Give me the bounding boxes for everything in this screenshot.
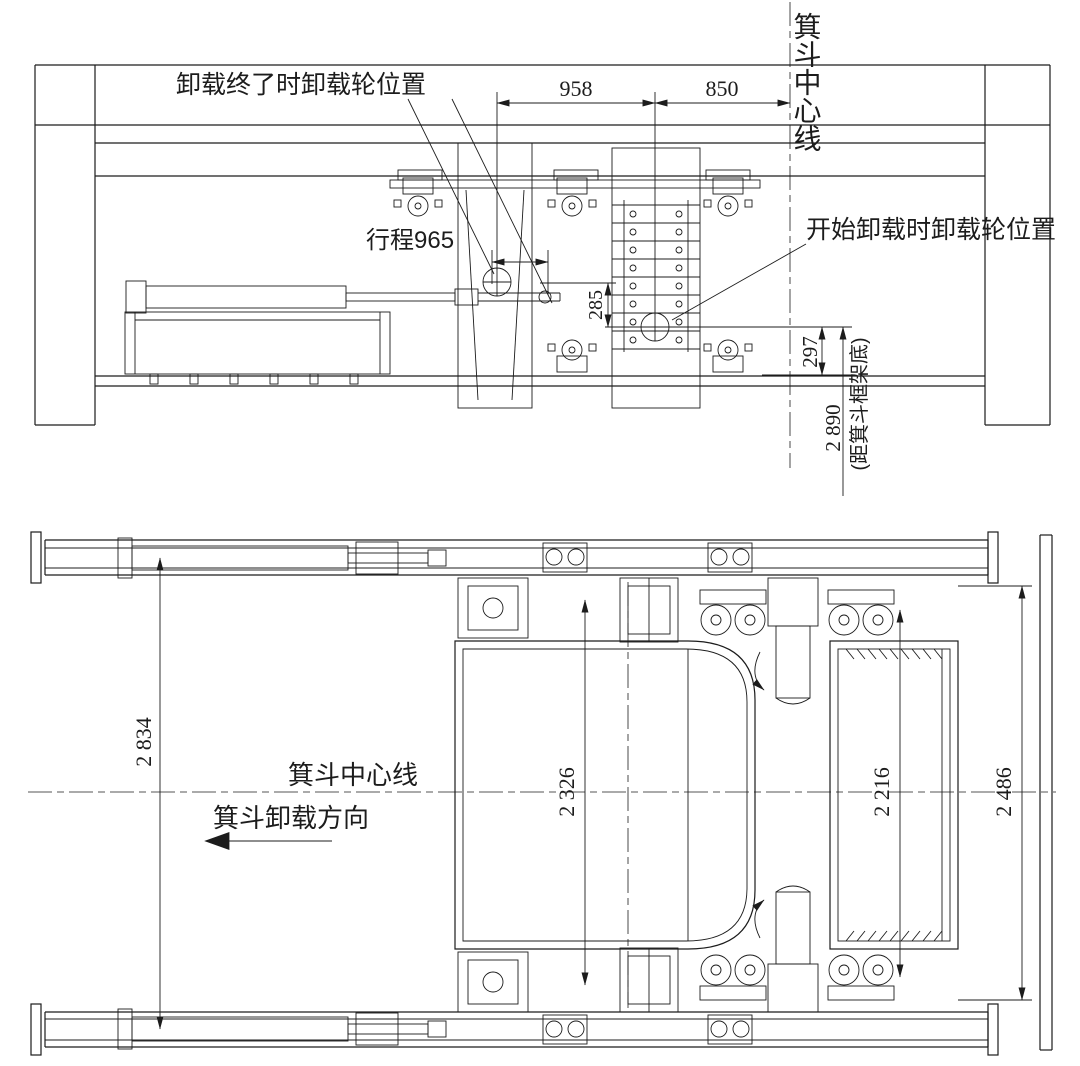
dim-2216: 2 216 <box>869 767 894 817</box>
label-stroke-travel: 行程965 <box>366 227 454 254</box>
label-skip-centerline-vertical: 箕斗中心线 <box>791 12 822 152</box>
dim-285: 285 <box>585 290 607 320</box>
label-unload-direction: 箕斗卸载方向 <box>213 803 369 833</box>
lower-view-structure <box>28 531 1056 1056</box>
dim-2890: 2 890 <box>821 404 845 451</box>
upper-view-dimensions <box>407 2 852 496</box>
dim-2326: 2 326 <box>554 767 579 817</box>
label-unload-end-wheel-position: 卸载终了时卸载轮位置 <box>176 71 426 99</box>
dim-850: 850 <box>706 76 739 101</box>
label-skip-centerline: 箕斗中心线 <box>288 760 418 790</box>
upper-view-structure <box>34 64 1051 426</box>
dim-958: 958 <box>560 76 593 101</box>
frame-box-outline <box>829 640 959 950</box>
lower-view-texts: 2 834 2 326 2 216 2 486 箕斗中心线 箕斗卸载方向 <box>131 717 1016 833</box>
dim-2486: 2 486 <box>991 767 1016 817</box>
dim-297: 297 <box>798 336 822 368</box>
upper-view-texts: 卸载终了时卸载轮位置 958 850 行程965 开始卸载时卸载轮位置 285 … <box>176 12 1056 471</box>
dim-2834: 2 834 <box>131 717 156 767</box>
note-frame-bottom: (距箕斗框架底) <box>848 337 871 470</box>
upper-view-mechanism <box>124 142 761 409</box>
unload-wheel-start-position <box>640 312 670 342</box>
unload-wheel-end-position <box>482 267 512 297</box>
lower-view-mechanism <box>117 537 959 1050</box>
skip-body-outline <box>454 640 756 950</box>
lower-view-dimensions <box>156 557 1032 1030</box>
label-unload-start-wheel-position: 开始卸载时卸载轮位置 <box>806 216 1056 244</box>
